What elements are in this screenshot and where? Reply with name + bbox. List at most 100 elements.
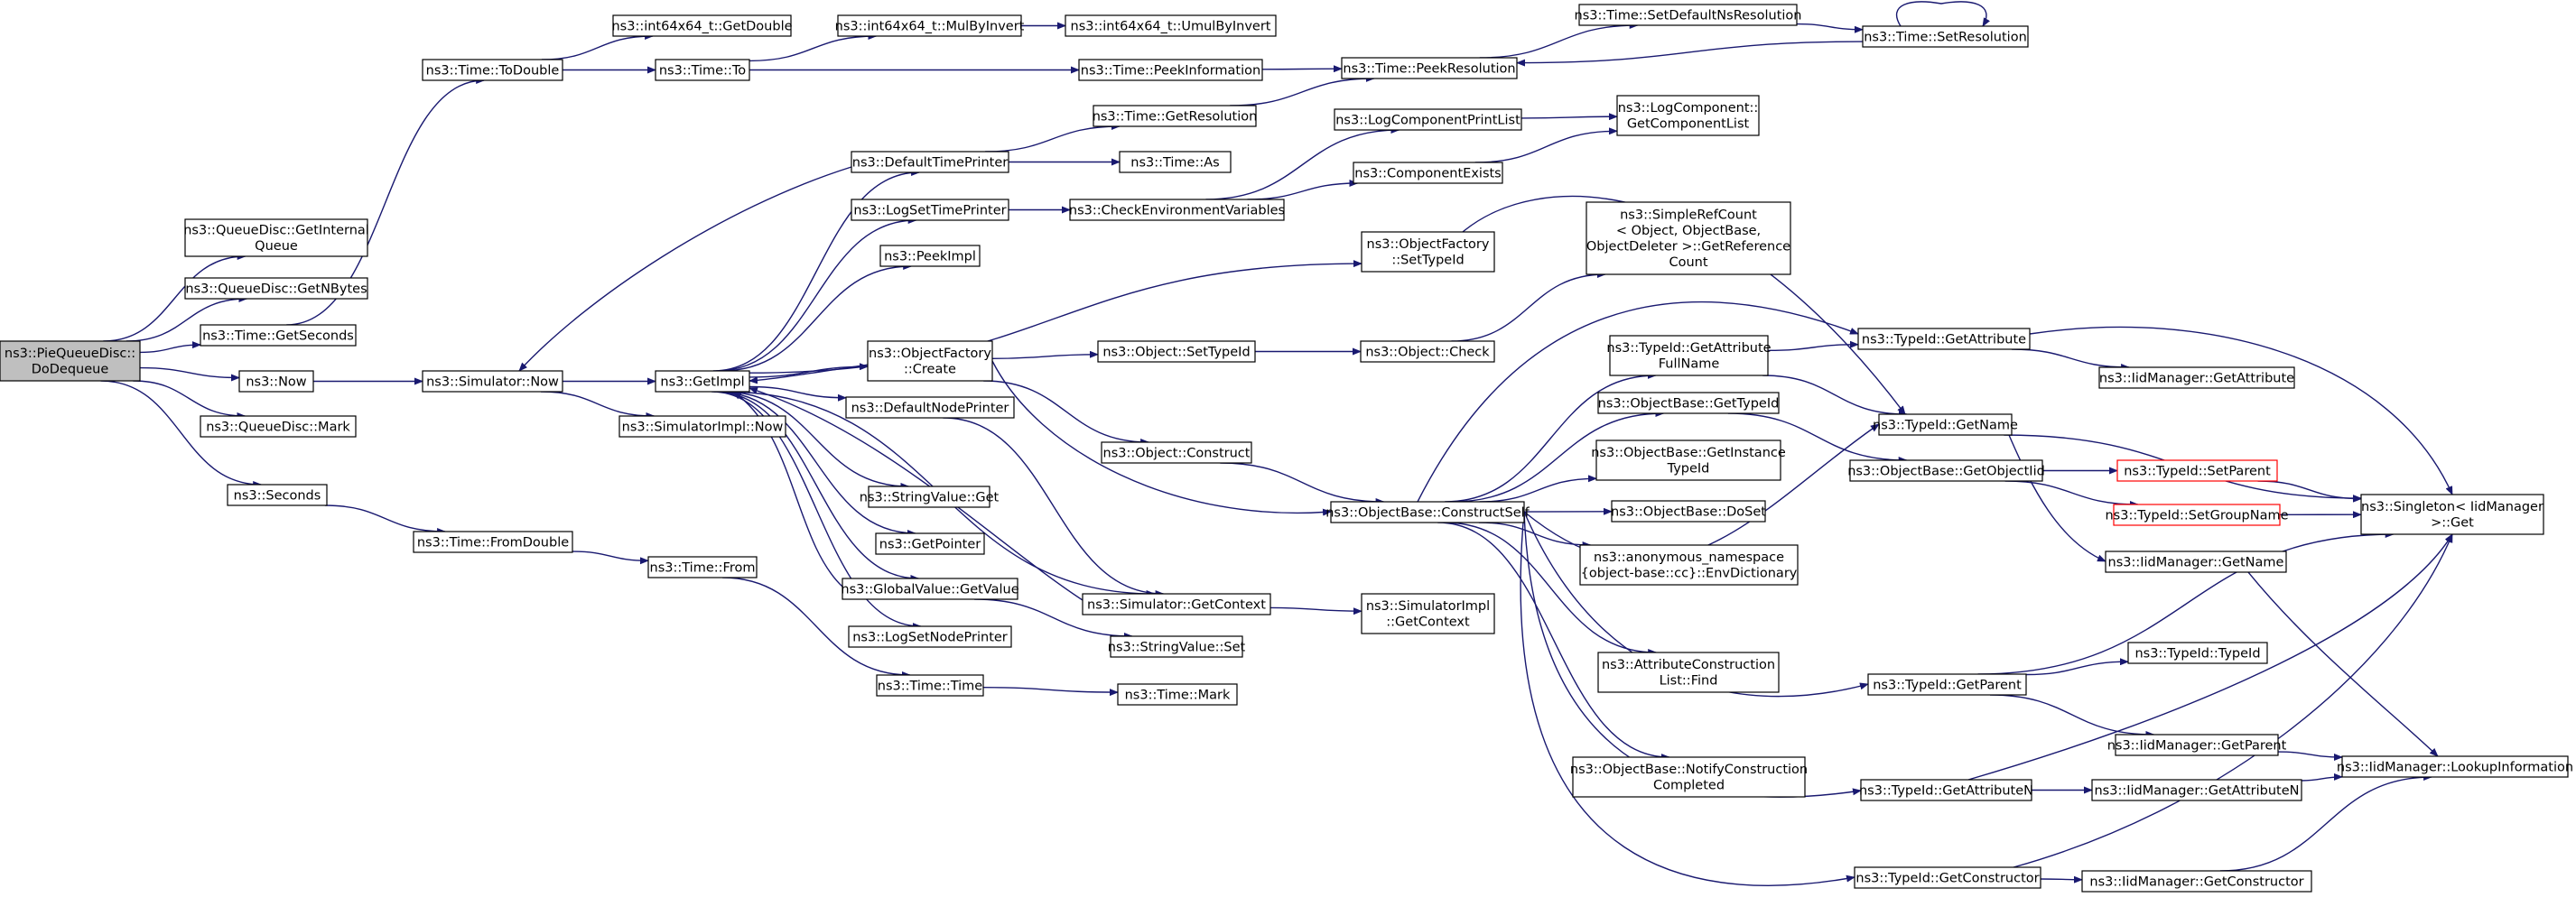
- node-simGetContext[interactable]: ns3::Simulator::GetContext: [1082, 593, 1271, 615]
- node-peekInformation[interactable]: ns3::Time::PeekInformation: [1078, 59, 1263, 81]
- node-box-logSetNodePrinter[interactable]: [848, 625, 1012, 648]
- node-mulByInvert[interactable]: ns3::int64x64_t::MulByInvert: [835, 14, 1025, 37]
- node-box-getInternalQueue[interactable]: [184, 218, 368, 257]
- node-timeTo[interactable]: ns3::Time::To: [655, 59, 750, 81]
- node-box-constructSelf[interactable]: [1330, 501, 1525, 523]
- node-qdMark[interactable]: ns3::QueueDisc::Mark: [200, 415, 357, 438]
- node-box-componentExists[interactable]: [1353, 162, 1503, 184]
- node-box-timeMark[interactable]: [1117, 683, 1238, 706]
- node-getObjectIid[interactable]: ns3::ObjectBase::GetObjectIid: [1847, 459, 2045, 482]
- node-box-logCompPrintList[interactable]: [1334, 108, 1522, 131]
- node-box-setParent[interactable]: [2116, 459, 2278, 482]
- node-box-mulByInvert[interactable]: [837, 14, 1022, 37]
- node-box-toDouble[interactable]: [422, 59, 563, 81]
- node-getAttributeN[interactable]: ns3::TypeId::GetAttributeN: [1859, 779, 2033, 801]
- node-singletonGet[interactable]: ns3::Singleton< IidManager>::Get: [2360, 494, 2544, 535]
- node-objectSetTypeId[interactable]: ns3::Object::SetTypeId: [1097, 340, 1256, 363]
- node-seconds[interactable]: ns3::Seconds: [227, 484, 328, 506]
- node-box-objectSetTypeId[interactable]: [1097, 340, 1256, 363]
- node-box-iidGetConstructor[interactable]: [2081, 870, 2312, 893]
- node-box-getNBytes[interactable]: [184, 277, 368, 300]
- node-box-objFactoryCreate[interactable]: [867, 340, 993, 382]
- node-iidGetParent[interactable]: ns3::IidManager::GetParent: [2107, 734, 2287, 756]
- node-timeFrom[interactable]: ns3::Time::From: [647, 556, 758, 578]
- node-setResolution[interactable]: ns3::Time::SetResolution: [1862, 25, 2029, 48]
- node-box-getInstanceTypeId[interactable]: [1595, 439, 1781, 481]
- node-box-simImplGetContext[interactable]: [1361, 593, 1495, 634]
- node-box-seconds[interactable]: [227, 484, 328, 506]
- node-box-peekResolution[interactable]: [1341, 57, 1518, 79]
- node-globalValueGetValue[interactable]: ns3::GlobalValue::GetValue: [841, 578, 1019, 600]
- node-box-typeIdTypeId[interactable]: [2127, 642, 2268, 664]
- node-defaultNodePrinter[interactable]: ns3::DefaultNodePrinter: [845, 396, 1015, 419]
- node-box-timeTo[interactable]: [655, 59, 750, 81]
- node-notifyConstruction[interactable]: ns3::ObjectBase::NotifyConstructionCompl…: [1570, 756, 1808, 798]
- node-typeIdGetName[interactable]: ns3::TypeId::GetName: [1873, 413, 2018, 436]
- node-getPointer[interactable]: ns3::GetPointer: [875, 532, 985, 555]
- node-objectCheck[interactable]: ns3::Object::Check: [1360, 340, 1495, 363]
- node-box-now[interactable]: [238, 370, 314, 393]
- node-doSet[interactable]: ns3::ObjectBase::DoSet: [1611, 500, 1766, 523]
- node-box-peekInformation[interactable]: [1078, 59, 1263, 81]
- node-box-iidGetParent[interactable]: [2115, 734, 2279, 756]
- node-box-getAttributeN[interactable]: [1860, 779, 2032, 801]
- node-objFactoryCreate[interactable]: ns3::ObjectFactory::Create: [867, 340, 993, 382]
- node-box-defaultNodePrinter[interactable]: [845, 396, 1015, 419]
- node-timeAs[interactable]: ns3::Time::As: [1119, 151, 1232, 173]
- node-getNBytes[interactable]: ns3::QueueDisc::GetNBytes: [184, 277, 368, 300]
- node-box-setGroupName[interactable]: [2113, 504, 2281, 526]
- node-box-getComponentList[interactable]: [1616, 95, 1760, 136]
- node-box-objBaseGetTypeId[interactable]: [1597, 392, 1780, 414]
- node-box-setResolution[interactable]: [1862, 25, 2029, 48]
- node-objectConstruct[interactable]: ns3::Object::Construct: [1101, 441, 1252, 464]
- node-box-getPointer[interactable]: [875, 532, 985, 555]
- node-box-singletonGet[interactable]: [2360, 494, 2544, 535]
- node-setParent[interactable]: ns3::TypeId::SetParent: [2116, 459, 2278, 482]
- node-checkEnvVars[interactable]: ns3::CheckEnvironmentVariables: [1069, 199, 1285, 221]
- node-getComponentList[interactable]: ns3::LogComponent::GetComponentList: [1616, 95, 1760, 136]
- node-box-logSetTimePrinter[interactable]: [851, 199, 1009, 221]
- node-box-iidGetAttributeN[interactable]: [2091, 779, 2302, 801]
- node-box-lookupInformation[interactable]: [2341, 755, 2569, 778]
- node-peekResolution[interactable]: ns3::Time::PeekResolution: [1341, 57, 1518, 79]
- node-box-getResolution[interactable]: [1093, 105, 1257, 127]
- node-box-peekImpl[interactable]: [879, 245, 981, 267]
- node-box-stringValueGet[interactable]: [868, 486, 990, 508]
- node-root[interactable]: ns3::PieQueueDisc::DoDequeue: [0, 340, 141, 382]
- node-box-timeAs[interactable]: [1119, 151, 1232, 173]
- node-box-stringValueSet[interactable]: [1110, 635, 1243, 658]
- node-iidGetConstructor[interactable]: ns3::IidManager::GetConstructor: [2081, 870, 2312, 893]
- node-umulByInvert[interactable]: ns3::int64x64_t::UmulByInvert: [1065, 14, 1277, 37]
- node-logSetNodePrinter[interactable]: ns3::LogSetNodePrinter: [848, 625, 1012, 648]
- node-box-typeIdGetParent[interactable]: [1867, 673, 2027, 696]
- node-timeGetSeconds[interactable]: ns3::Time::GetSeconds: [200, 324, 357, 347]
- node-simImplNow[interactable]: ns3::SimulatorImpl::Now: [618, 415, 786, 438]
- node-simImplGetContext[interactable]: ns3::SimulatorImpl::GetContext: [1361, 593, 1495, 634]
- node-box-typeIdGetName[interactable]: [1878, 413, 2013, 436]
- node-box-iidGetName[interactable]: [2105, 551, 2287, 573]
- node-box-timeGetSeconds[interactable]: [200, 324, 357, 347]
- node-box-timeTime[interactable]: [876, 674, 984, 697]
- node-componentExists[interactable]: ns3::ComponentExists: [1353, 162, 1503, 184]
- node-box-getImpl[interactable]: [655, 370, 750, 393]
- node-getResolution[interactable]: ns3::Time::GetResolution: [1093, 105, 1258, 127]
- node-typeIdTypeId[interactable]: ns3::TypeId::TypeId: [2127, 642, 2268, 664]
- node-constructSelf[interactable]: ns3::ObjectBase::ConstructSelf: [1325, 501, 1530, 523]
- node-iidGetAttribute[interactable]: ns3::IidManager::GetAttribute: [2098, 366, 2295, 389]
- node-typeIdGetParent[interactable]: ns3::TypeId::GetParent: [1867, 673, 2027, 696]
- node-box-timeFrom[interactable]: [647, 556, 758, 578]
- node-box-defaultTimePrinter[interactable]: [851, 151, 1009, 173]
- node-fromDouble[interactable]: ns3::Time::FromDouble: [413, 531, 573, 553]
- node-box-getConstructor[interactable]: [1854, 866, 2041, 889]
- node-box-attrConstrFind[interactable]: [1597, 652, 1780, 693]
- node-iidGetAttributeN[interactable]: ns3::IidManager::GetAttributeN: [2091, 779, 2302, 801]
- node-box-notifyConstruction[interactable]: [1572, 756, 1806, 798]
- node-objFactorySetTypeId[interactable]: ns3::ObjectFactory::SetTypeId: [1361, 231, 1495, 273]
- node-simpleRefCount[interactable]: ns3::SimpleRefCount< Object, ObjectBase,…: [1586, 201, 1791, 275]
- node-stringValueGet[interactable]: ns3::StringValue::Get: [860, 486, 1000, 508]
- node-box-setDefaultNsRes[interactable]: [1578, 4, 1798, 26]
- node-int64GetDouble[interactable]: ns3::int64x64_t::GetDouble: [611, 14, 793, 37]
